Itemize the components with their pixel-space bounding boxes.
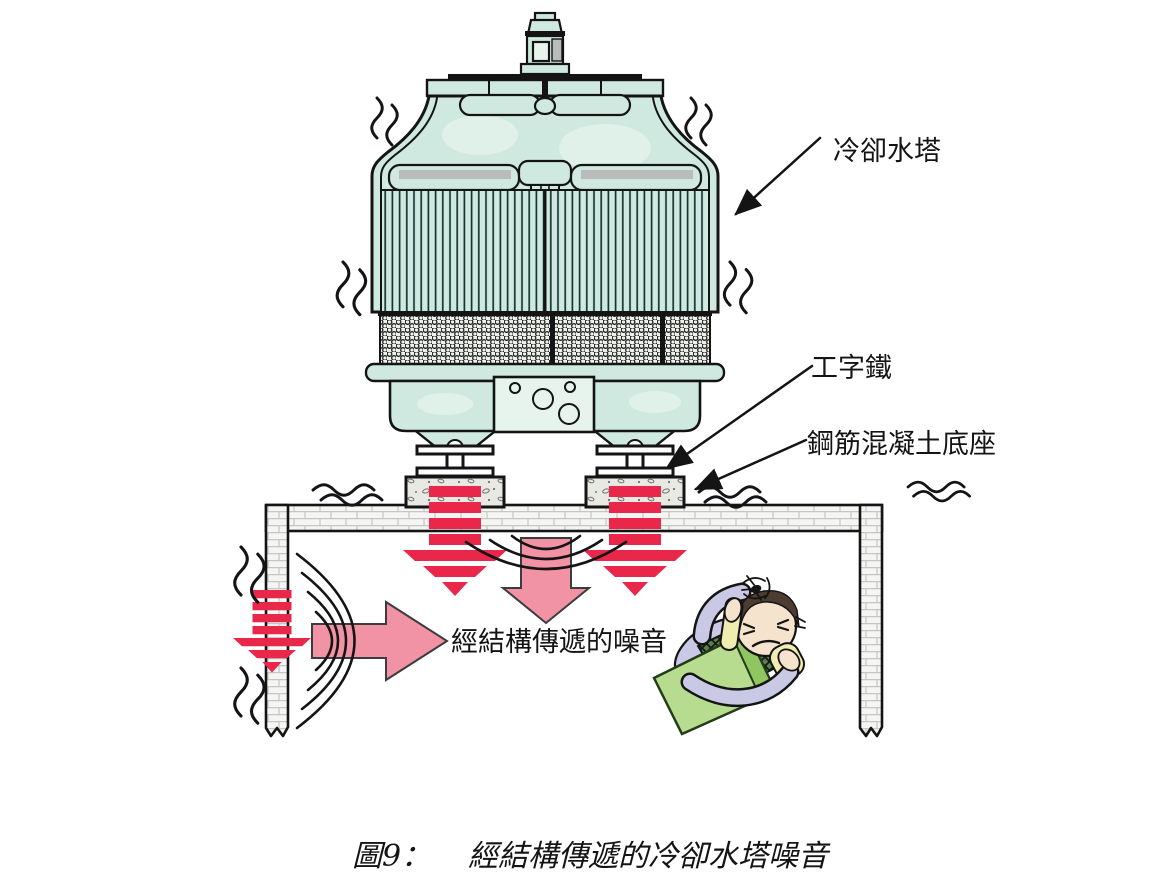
sheen-highlight	[559, 124, 651, 172]
label-arrow-cooling-tower	[734, 136, 822, 216]
squiggle-slab-left	[311, 483, 384, 507]
tower-top-rim-bar	[448, 74, 642, 80]
squiggle-slab-far-right	[906, 480, 972, 503]
fan-motor	[519, 11, 571, 76]
i-beams	[415, 444, 675, 478]
sound-wave-arcs	[295, 534, 628, 730]
vibration-squiggles	[233, 96, 972, 725]
label-structure-noise: 經結構傳遞的噪音	[451, 627, 667, 658]
i-beam-right	[595, 444, 675, 478]
person-face	[742, 618, 790, 648]
squiggle-wall-upper	[233, 545, 266, 604]
squiggle-mid-left	[335, 260, 368, 317]
squiggle-top-right	[684, 96, 713, 147]
squiggle-top-left	[370, 96, 399, 147]
sheen-highlight	[629, 391, 681, 413]
sound-waves-ceiling	[464, 534, 628, 571]
sheen-highlight	[417, 393, 473, 415]
caption-title: 經結構傳遞的冷卻水塔噪音	[468, 839, 831, 874]
caption-number: 圖9：	[352, 839, 431, 874]
fan-blades	[458, 78, 632, 117]
label-arrow-concrete-base	[693, 438, 808, 491]
squiggle-wall-lower	[233, 666, 266, 725]
cooling-tower	[364, 11, 726, 450]
noise-arrow-down	[500, 537, 592, 625]
squiggle-mid-right	[722, 260, 754, 315]
sheen-highlight	[442, 115, 518, 155]
label-cooling-tower: 冷卻水塔	[833, 136, 941, 167]
i-beam-left	[415, 444, 495, 478]
right-wall	[858, 503, 884, 738]
label-concrete-base: 鋼筋混凝土底座	[807, 429, 996, 460]
tower-fill-drum	[381, 189, 709, 312]
intake-louver-mesh	[378, 311, 712, 367]
label-i-beam: 工字鐵	[811, 353, 892, 384]
noise-arrows	[311, 537, 592, 682]
annoyance-fly-scribble	[741, 575, 771, 601]
label-arrow-i-beam	[664, 364, 814, 470]
figure-caption: 圖9： 經結構傳遞的冷卻水塔噪音	[352, 839, 831, 874]
basin-access-panel	[492, 375, 596, 434]
callouts: 冷卻水塔 工字鐵 鋼筋混凝土底座	[664, 136, 996, 491]
sound-waves-wall	[295, 552, 356, 730]
roof-slab	[264, 503, 884, 533]
sleeping-person	[652, 575, 806, 736]
hair-strands	[794, 616, 806, 629]
noise-arrow-right	[311, 600, 449, 682]
person-hand-left	[723, 597, 743, 623]
person-hand-right	[777, 648, 801, 672]
